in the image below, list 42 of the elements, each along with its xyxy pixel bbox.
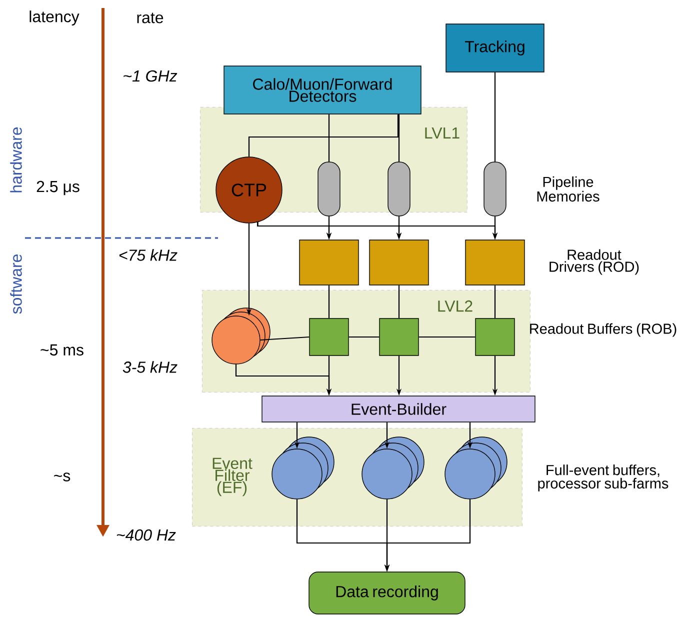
detector-box: Calo/Muon/Forward Detectors — [224, 66, 422, 114]
processor-stack — [444, 436, 508, 500]
event-builder-bar: Event-Builder — [262, 396, 536, 422]
rate-label: ~400 Hz — [116, 529, 176, 541]
pipeline-memory — [484, 162, 506, 216]
connector — [494, 72, 496, 162]
side-label: Full-event buffers, processor sub-farms — [538, 464, 668, 492]
connector — [398, 285, 400, 318]
side-label: Readout Buffers (ROB) — [530, 323, 676, 337]
readout-driver-box — [369, 240, 429, 286]
latency-label: 2.5 μs — [36, 180, 80, 196]
rate-label: <75 kHz — [119, 249, 178, 261]
connector — [260, 336, 310, 341]
latency-label: ~s — [54, 472, 70, 482]
connector — [328, 285, 330, 318]
readout-driver-box — [299, 240, 359, 286]
detector-box: Tracking — [446, 24, 544, 72]
pipeline-memory — [388, 162, 410, 216]
connector — [418, 336, 476, 338]
pipeline-memory — [318, 162, 340, 216]
rate-label: ~1 GHz — [124, 70, 178, 82]
side-label: Pipeline Memories — [537, 176, 600, 202]
processor-stack — [212, 308, 270, 364]
processor-stack — [272, 436, 334, 500]
region-label: hardware — [10, 127, 22, 192]
connector — [398, 114, 400, 162]
readout-driver-box — [465, 240, 525, 286]
readout-buffer-box — [309, 318, 349, 356]
connector — [248, 114, 399, 157]
rate-label: 3-5 kHz — [122, 361, 178, 373]
connector — [328, 114, 330, 162]
processor-stack — [362, 436, 424, 500]
axis-label: latency — [30, 10, 80, 26]
readout-buffer-box — [475, 318, 515, 356]
connector — [348, 336, 380, 338]
side-label: Readout Drivers (ROD) — [550, 249, 639, 275]
latency-label: ~5 ms — [40, 344, 84, 356]
connector — [494, 285, 496, 318]
data-recording-box: Data recording — [308, 572, 466, 614]
region-label: software — [10, 254, 22, 314]
readout-buffer-box — [379, 318, 419, 356]
axis-label: rate — [137, 12, 164, 24]
